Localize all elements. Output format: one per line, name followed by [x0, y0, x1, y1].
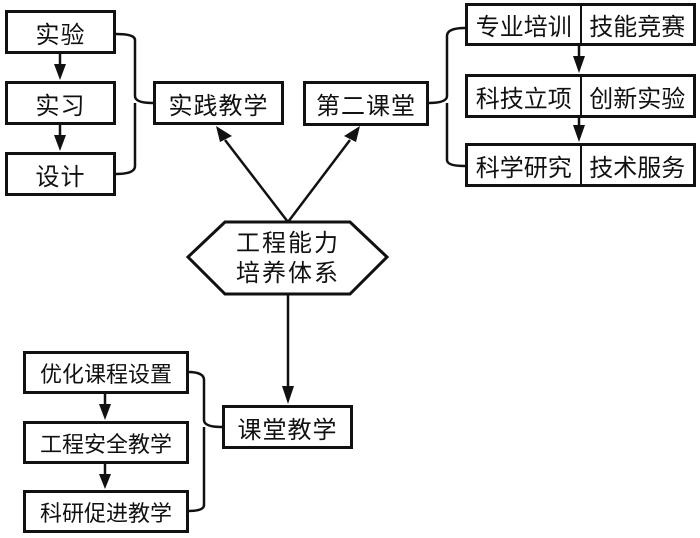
- step-course-setup-label: 优化课程设置: [39, 362, 172, 388]
- arrow-to-practice-teaching: [216, 126, 289, 223]
- step-research-teaching: 科研促进教学: [23, 490, 189, 533]
- step-internship-label: 实习: [35, 91, 86, 120]
- row-2-left: 科技立项: [468, 77, 582, 115]
- flow-arrow-row2-to-row3: [573, 118, 585, 142]
- practice-teaching-label: 实践教学: [168, 91, 269, 120]
- flow-arrow-internship-to-design: [54, 124, 66, 151]
- flow-arrow-row1-to-row2: [573, 45, 585, 73]
- arrow-to-second-classroom: [287, 126, 360, 223]
- arrow-to-classroom-teaching: [282, 294, 294, 404]
- second-classroom-box: 第二课堂: [303, 81, 429, 126]
- row-1-left: 专业培训: [468, 6, 582, 43]
- row-3-right: 技术服务: [589, 153, 686, 182]
- step-safety-teaching: 工程安全教学: [23, 421, 189, 464]
- second-classroom-row-3: 科学研究 技术服务: [465, 143, 696, 187]
- row-3-left: 科学研究: [468, 146, 582, 184]
- classroom-teaching-box: 课堂教学: [222, 405, 353, 449]
- classroom-teaching-label: 课堂教学: [237, 415, 338, 444]
- central-hexagon: [185, 220, 390, 296]
- brace-second-classroom: [427, 26, 466, 168]
- row-1-right: 技能竞赛: [589, 13, 686, 41]
- row-2-right: 创新实验: [589, 84, 686, 113]
- second-classroom-row-2: 科技立项 创新实验: [465, 74, 696, 118]
- central-hexagon-text: 工程能力 培养体系: [200, 228, 376, 288]
- step-safety-teaching-label: 工程安全教学: [39, 432, 172, 458]
- step-course-setup: 优化课程设置: [23, 351, 189, 394]
- flow-arrow-course-to-safety: [99, 393, 111, 420]
- flow-arrow-experiment-to-internship: [54, 53, 66, 80]
- step-design: 设计: [5, 152, 116, 196]
- brace-practice: [115, 32, 154, 176]
- second-classroom-label: 第二课堂: [316, 92, 416, 120]
- second-classroom-row-1: 专业培训 技能竞赛: [465, 3, 696, 46]
- step-research-teaching-label: 科研促进教学: [39, 501, 172, 527]
- central-line-1: 工程能力: [236, 229, 340, 257]
- step-experiment: 实验: [5, 10, 116, 54]
- central-line-2: 培养体系: [236, 259, 340, 287]
- brace-classroom-teaching: [187, 370, 223, 513]
- step-design-label: 设计: [35, 162, 86, 191]
- practice-teaching-box: 实践教学: [153, 81, 284, 125]
- step-internship: 实习: [5, 81, 116, 125]
- step-experiment-label: 实验: [35, 20, 86, 49]
- flow-arrow-safety-to-research: [99, 463, 111, 489]
